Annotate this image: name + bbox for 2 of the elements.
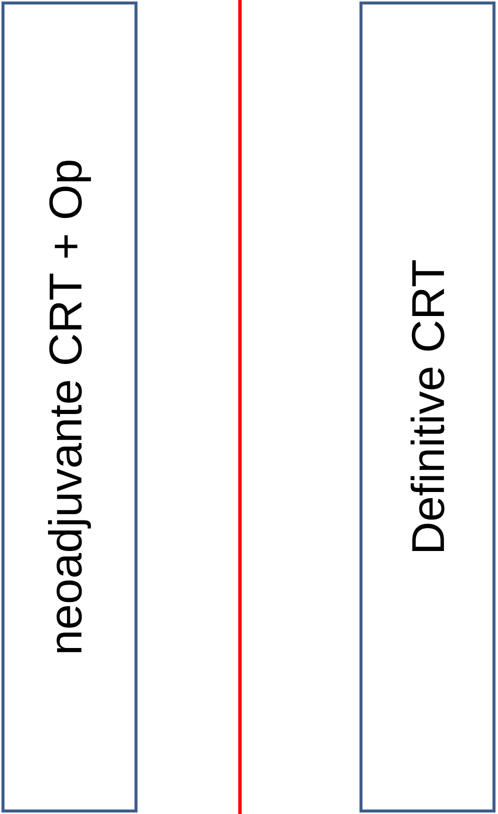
text-box: Definitive CRT: [360, 2, 496, 812]
text-box: neoadjuvante CRT + Op: [2, 2, 138, 812]
